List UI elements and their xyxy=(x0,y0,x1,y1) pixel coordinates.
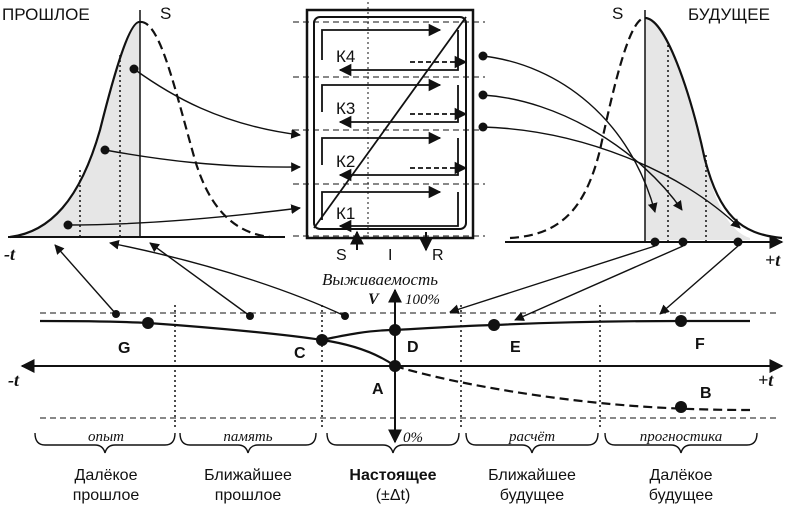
period-method-1: память xyxy=(223,429,272,445)
past-to-box-arrows xyxy=(67,68,301,226)
period-name-3-line1: Ближайшее xyxy=(488,467,576,484)
point-a-dot xyxy=(389,360,401,372)
future-survival-curve xyxy=(321,319,750,342)
box-label-s: S xyxy=(336,247,347,264)
past-survival-curve xyxy=(39,319,396,367)
point-label-d: D xyxy=(407,339,419,356)
future-point xyxy=(678,237,688,247)
box-to-future-arrows xyxy=(482,55,741,229)
period-name-1-line1: Ближайшее xyxy=(204,467,292,484)
timeline-to-panel-arrows xyxy=(54,239,739,321)
future-s-label: S xyxy=(612,4,623,23)
point-label-e: E xyxy=(510,339,521,356)
time-plus-t: +t xyxy=(758,370,774,390)
level-label-k2: К2 xyxy=(336,152,355,171)
period-labels: опыт память расчёт прогностика Далёкое п… xyxy=(73,429,723,504)
past-panel: ПРОШЛОЕ S -t xyxy=(2,4,285,264)
level-label-k3: К3 xyxy=(336,99,355,118)
period-braces xyxy=(34,432,758,454)
future-point xyxy=(650,237,660,247)
percent-100: 100% xyxy=(405,292,440,308)
point-label-g: G xyxy=(118,340,130,357)
period-method-4: прогностика xyxy=(640,429,722,445)
period-method-0: опыт xyxy=(88,429,124,445)
future-distribution-curve xyxy=(644,16,783,240)
box-inner xyxy=(313,16,467,230)
point-label-b: B xyxy=(700,385,712,402)
point-d-dot xyxy=(389,324,401,336)
future-point xyxy=(733,237,743,247)
compartment-box: К4 К3 К2 К1 S I R xyxy=(293,2,485,264)
past-distribution-curve xyxy=(9,20,141,239)
level-label-k4: К4 xyxy=(336,47,355,66)
past-distribution-dashed xyxy=(139,20,271,239)
point-label-c: C xyxy=(294,345,306,362)
future-title: БУДУЩЕЕ xyxy=(688,5,770,24)
survival-title: Выживаемость xyxy=(322,270,438,289)
decline-dashed-curve xyxy=(394,364,751,412)
period-name-1-line2: прошлое xyxy=(215,487,282,504)
period-name-0-line1: Далёкое xyxy=(75,467,138,484)
point-f-dot xyxy=(675,315,687,327)
timeline: G C D A E F B Выживаемость V 100% 0% -t … xyxy=(8,270,784,446)
box-label-r: R xyxy=(432,247,444,264)
future-panel: S БУДУЩЕЕ +t xyxy=(478,4,784,270)
period-name-3-line2: будущее xyxy=(500,487,565,504)
box-label-i: I xyxy=(388,247,392,264)
period-name-4-line1: Далёкое xyxy=(650,467,713,484)
past-s-label: S xyxy=(160,4,171,23)
period-name-2-line2: (±Δt) xyxy=(376,487,411,504)
time-minus-t: -t xyxy=(8,370,20,390)
past-shaded-area xyxy=(10,21,140,237)
future-plus-t: +t xyxy=(765,250,781,270)
point-c-dot xyxy=(316,334,328,346)
past-minus-t: -t xyxy=(4,244,16,264)
period-name-2-line1: Настоящее xyxy=(349,467,436,484)
period-method-3: расчёт xyxy=(508,429,555,445)
level-label-k1: К1 xyxy=(336,204,355,223)
survival-v-label: V xyxy=(368,291,380,308)
point-b-dot xyxy=(675,401,687,413)
future-distribution-dashed xyxy=(509,16,646,240)
past-title: ПРОШЛОЕ xyxy=(2,5,90,24)
box-outer xyxy=(305,8,475,240)
period-name-4-line2: будущее xyxy=(649,487,714,504)
point-label-f: F xyxy=(695,336,705,353)
period-name-0-line2: прошлое xyxy=(73,487,140,504)
point-label-a: A xyxy=(372,381,384,398)
percent-0: 0% xyxy=(403,430,423,446)
point-e-dot xyxy=(488,319,500,331)
point-g-dot xyxy=(142,317,154,329)
